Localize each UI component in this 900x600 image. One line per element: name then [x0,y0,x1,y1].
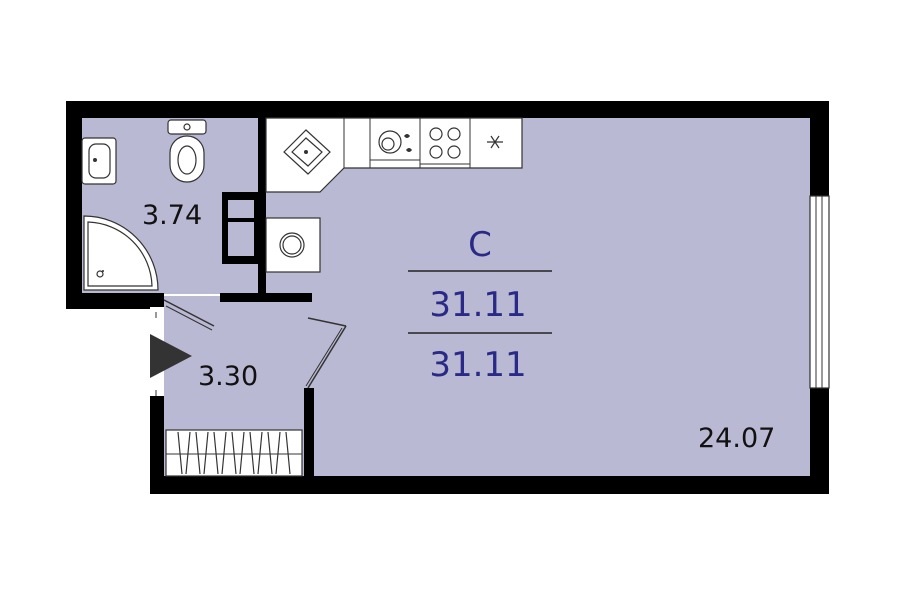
door-swing-icon [222,192,260,264]
entrance [150,307,192,396]
wall-bath-door-jamb [246,293,266,302]
washing-machine-icon [265,217,321,273]
apartment-type-code: С [468,225,492,265]
living-total-area: 31.11 [429,345,526,385]
toilet-icon [167,119,207,183]
dishwasher-icon [378,130,412,154]
wall-bath-bottom [66,293,164,309]
wall-hall-right [304,388,314,476]
entrance-arrow-icon [150,334,192,378]
wall-bottom [150,476,829,494]
shower-icon [83,215,159,291]
bathroom-area-label: 3.74 [142,200,202,231]
kitchen-counter [265,117,523,193]
wall-bath-main [258,118,266,294]
room-fills [82,118,810,476]
kitchen-sink-icon [283,129,331,175]
total-area: 31.11 [429,285,526,325]
hallway-area-label: 3.30 [198,361,258,392]
window-icon [809,195,830,389]
stove-icon [429,127,461,159]
wardrobe-icon [165,429,303,477]
main-room-floor [264,118,810,476]
wall-right-bottom [810,388,829,494]
main-room-area-label: 24.07 [698,423,775,454]
wall-top [66,101,829,118]
fridge-icon [487,135,503,149]
wall-left-hall-bottom [150,396,164,494]
wall-left-bath [66,101,82,309]
hall-door-right [305,317,347,389]
wall-right-top [810,101,829,196]
hall-door-left [163,299,215,331]
walls [66,101,829,494]
sink-icon [81,137,117,185]
wall-left-hall-top [150,293,164,307]
